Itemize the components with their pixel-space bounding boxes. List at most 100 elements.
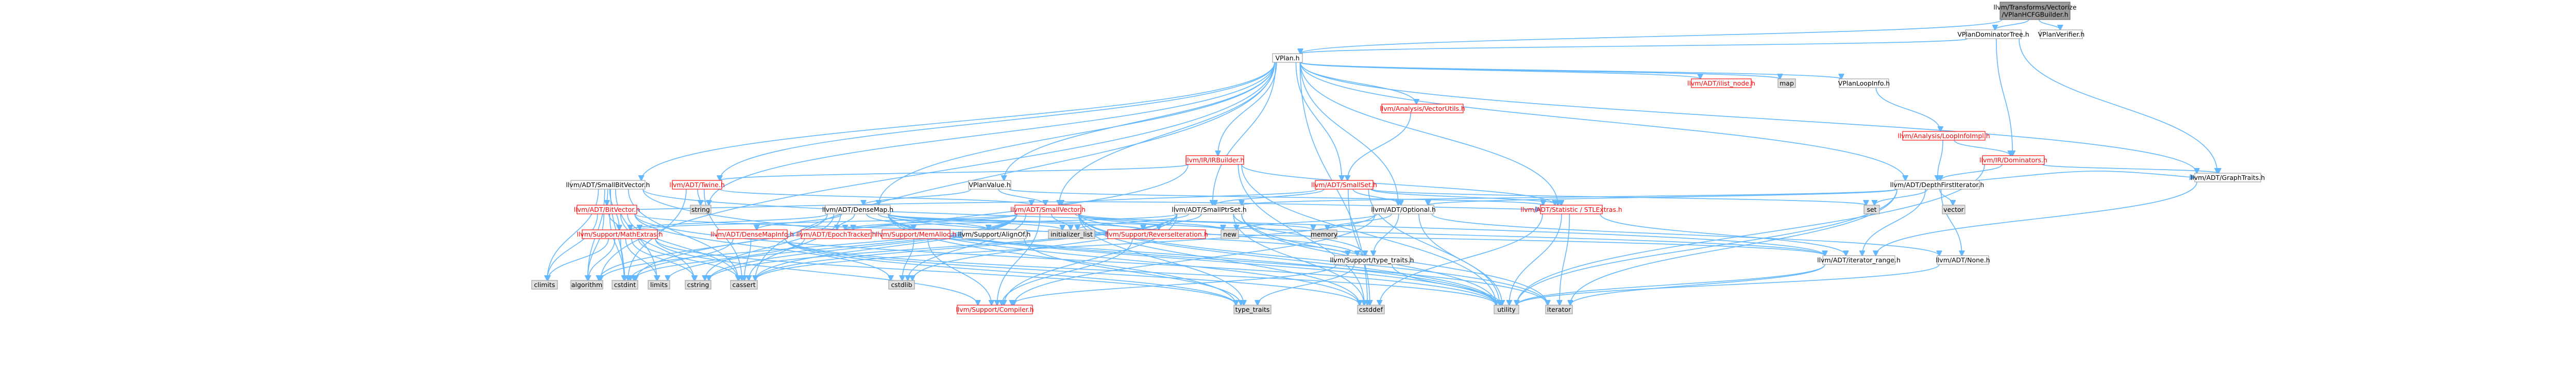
node-cstdlib: cstdlib xyxy=(888,280,915,290)
node-supportalignof[interactable]: llvm/Support/AlignOf.h xyxy=(958,229,1031,239)
node-initializerlist: initializer_list xyxy=(1048,229,1095,239)
edge-supportmathextras-to-typetraits xyxy=(655,238,1236,305)
edge-vplan-to-adtilistnode xyxy=(1300,62,1700,79)
node-adtdensemap[interactable]: llvm/ADT/DenseMap.h xyxy=(822,205,893,214)
edge-adtsmallvector-to-cstring xyxy=(709,213,1018,280)
edge-vplanlooppinfo-to-analysisloopinfoimpl xyxy=(1875,87,1940,131)
edge-adtdensemapinfo-to-typetraits xyxy=(785,238,1236,305)
edge-adtsmallset-to-set xyxy=(1370,189,1866,205)
edge-adtdensemap-to-adtdensemapinfo xyxy=(757,213,843,230)
node-label: llvm/Support/MemAlloc.h xyxy=(876,230,957,238)
node-adtsmallptrset[interactable]: llvm/ADT/SmallPtrSet.h xyxy=(1172,205,1247,214)
node-box xyxy=(1965,29,2022,39)
node-climits: climits xyxy=(531,280,558,290)
node-adtiteratorrange[interactable]: llvm/ADT/iterator_range.h xyxy=(1817,255,1901,265)
edge-adtsmallvector-to-supporttypetraits xyxy=(1078,213,1358,256)
node-label: llvm/Transforms/Vectorize xyxy=(1993,4,2076,11)
edge-irdominators-to-utility xyxy=(1517,164,1985,305)
node-box xyxy=(730,280,758,290)
node-box xyxy=(1372,205,1434,214)
edge-adtoptional-to-supporttypetraits xyxy=(1374,213,1399,256)
node-vplanlooppinfo[interactable]: VPlanLoopInfo.h xyxy=(1838,78,1890,88)
edge-adtdensemap-to-algorithm xyxy=(599,213,828,280)
node-adtsmallbitvector[interactable]: llvm/ADT/SmallBitVector.h xyxy=(566,180,650,190)
edge-irdominators-to-adtgraphtraits xyxy=(2042,164,2218,173)
node-cstddef: cstddef xyxy=(1357,305,1385,314)
edge-supporttypetraits-to-utility xyxy=(1392,264,1501,305)
node-supportmathextras[interactable]: llvm/Support/MathExtras.h xyxy=(577,229,663,239)
node-adtdensemapinfo[interactable]: llvm/ADT/DenseMapInfo.h xyxy=(710,229,794,239)
node-supportreverseiteration[interactable]: llvm/Support/ReverseIteration.h xyxy=(1105,229,1208,239)
node-adtdepthfirst[interactable]: llvm/ADT/DepthFirstIterator.h xyxy=(1890,180,1985,190)
node-adtbitvector[interactable]: llvm/ADT/BitVector.h xyxy=(574,205,640,214)
node-adtsmallvector[interactable]: llvm/ADT/SmallVector.h xyxy=(1010,205,1086,214)
node-box xyxy=(1839,78,1889,88)
node-box xyxy=(1381,104,1464,113)
edge-adtbitvector-to-cstring xyxy=(620,213,694,280)
edge-adtoptional-to-memory xyxy=(1328,213,1392,230)
node-label: llvm/ADT/iterator_range.h xyxy=(1817,256,1901,264)
node-adtepochtracker[interactable]: llvm/ADT/EpochTracker.h xyxy=(796,229,876,239)
node-box xyxy=(570,180,646,190)
node-adtgraphtraits[interactable]: llvm/ADT/GraphTraits.h xyxy=(2191,173,2265,182)
edge-irbuilder-to-adttwine xyxy=(720,164,1189,180)
node-supportmemalloc[interactable]: llvm/Support/MemAlloc.h xyxy=(876,229,957,239)
node-box xyxy=(1311,229,1337,239)
node-adtnone[interactable]: llvm/ADT/None.h xyxy=(1936,255,1990,265)
node-analysisloopinfoimpl[interactable]: llvm/Analysis/LoopInfoImpl.h xyxy=(1897,131,1990,141)
edge-adtdepthfirst-to-vector xyxy=(1939,189,1953,205)
node-vplandomtree[interactable]: VPlanDominatorTree.h xyxy=(1957,29,2029,39)
node-box xyxy=(801,229,872,239)
node-label: llvm/ADT/DepthFirstIterator.h xyxy=(1890,181,1985,189)
node-box xyxy=(1494,305,1519,314)
edge-adtsmallvector-to-cassert xyxy=(755,213,1018,280)
node-label: llvm/Analysis/LoopInfoImpl.h xyxy=(1897,132,1990,140)
edge-vplan-to-adtsmallptrset xyxy=(1213,62,1276,205)
edge-adtsmallptrset-to-cstring xyxy=(709,213,1177,280)
edge-adtnone-to-utility xyxy=(1517,264,1940,305)
node-box xyxy=(1334,255,1410,265)
node-adtstlext[interactable]: llvm/ADT/Statistic / STLExtras.h xyxy=(1520,205,1622,214)
node-label: llvm/ADT/Statistic / STLExtras.h xyxy=(1520,206,1622,213)
node-adtilistnode[interactable]: llvm/ADT/ilist_node.h xyxy=(1687,78,1755,88)
node-adttwine[interactable]: llvm/ADT/Twine.h xyxy=(669,180,725,190)
node-vplanvalue[interactable]: VPlanValue.h xyxy=(968,180,1011,190)
node-irdominators[interactable]: llvm/IR/Dominators.h xyxy=(1979,155,2047,165)
node-box xyxy=(1272,53,1303,63)
node-box xyxy=(1691,78,1752,88)
edge-analysisvectorutils-to-adtsmallset xyxy=(1348,112,1411,180)
node-label: llvm/Analysis/VectorUtils.h xyxy=(1380,105,1465,112)
node-label: cstdlib xyxy=(891,281,912,289)
node-limits: limits xyxy=(648,280,670,290)
edge-adtbitvector-to-adtstlext xyxy=(636,201,1540,210)
node-root[interactable]: llvm/Transforms/Vectorize/VPlanHCFGBuild… xyxy=(1993,2,2077,20)
edge-supportmemalloc-to-supportcompiler xyxy=(927,238,992,305)
node-supportcompiler[interactable]: llvm/Support/Compiler.h xyxy=(956,305,1034,314)
node-box xyxy=(1902,131,1986,141)
node-box xyxy=(1185,155,1244,165)
node-box xyxy=(1107,229,1206,239)
node-adtoptional[interactable]: llvm/ADT/Optional.h xyxy=(1371,205,1436,214)
node-label: climits xyxy=(534,281,555,289)
node-vplanverifier[interactable]: VPlanVerifier.h xyxy=(2038,29,2084,39)
edge-vplanvalue-to-adtsmallvector xyxy=(998,189,1045,205)
node-analysisvectorutils[interactable]: llvm/Analysis/VectorUtils.h xyxy=(1380,104,1465,113)
node-supporttypetraits[interactable]: llvm/Support/type_traits.h xyxy=(1330,255,1414,265)
node-box xyxy=(2040,29,2083,39)
edge-adtstlext-to-iterator xyxy=(1560,213,1570,305)
node-label: llvm/ADT/Twine.h xyxy=(669,181,725,189)
node-box xyxy=(685,280,711,290)
node-cassert: cassert xyxy=(730,280,758,290)
edge-adtdensemap-to-cstring xyxy=(705,213,835,280)
node-adtsmallset[interactable]: llvm/ADT/SmallSet.h xyxy=(1311,180,1377,190)
node-label: llvm/Support/type_traits.h xyxy=(1330,256,1414,264)
edge-supportmathextras-to-supportcompiler xyxy=(655,238,978,305)
edge-adtsmallvector-to-supportcompiler xyxy=(997,213,1041,305)
node-vplan[interactable]: VPlan.h xyxy=(1272,53,1303,63)
node-irbuilder[interactable]: llvm/IR/IRBuilder.h xyxy=(1185,155,1245,165)
node-box xyxy=(1777,78,1796,88)
node-box xyxy=(882,229,951,239)
node-label: vector xyxy=(1943,206,1964,213)
node-layer: llvm/Transforms/Vectorize/VPlanHCFGBuild… xyxy=(531,2,2265,314)
edge-adtsmallptrset-to-supportcompiler xyxy=(1004,213,1178,305)
